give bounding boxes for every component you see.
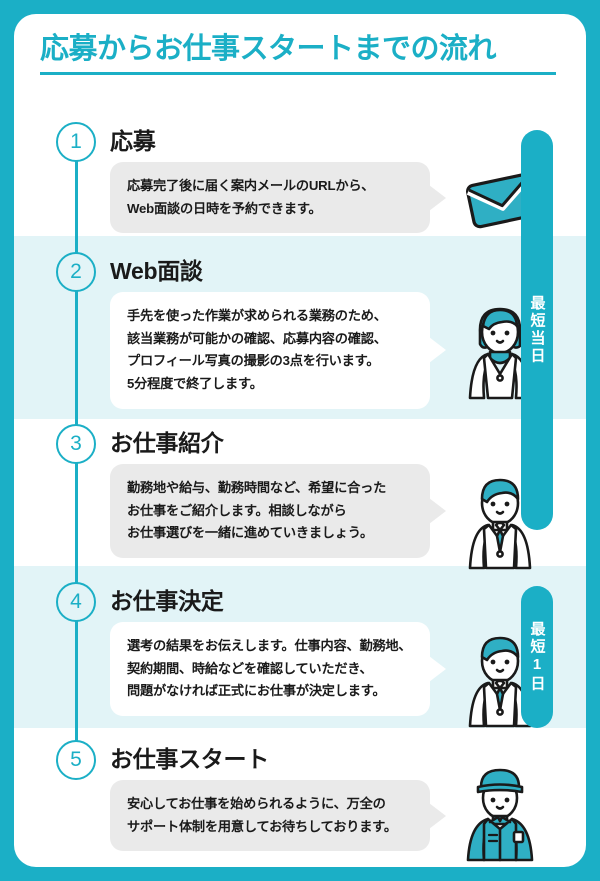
step-3-body-line-3: お仕事選びを一緒に進めていきましょう。 (127, 525, 373, 541)
step-2-bubble: 手先を使った作業が求められる業務のため、 該当業務が可能かの確認、応募内容の確認… (110, 292, 446, 409)
step-5-body-line-1: 安心してお仕事を始められるように、万全の (127, 796, 386, 811)
step-2-number: 2 (70, 260, 82, 283)
step-3-number: 3 (70, 432, 82, 455)
step-4-body-line-3: 問題がなければ正式にお仕事が決定します。 (127, 683, 386, 699)
step-5-bubble: 安心してお仕事を始められるように、万全の サポート体制を用意してお待ちしておりま… (110, 780, 446, 852)
step-1-body-line-1: 応募完了後に届く案内メールのURLから、 (127, 178, 375, 193)
step-2-bubble-tail (429, 337, 446, 364)
step-3-body-line-2: お仕事をご紹介します。相談しながら (127, 502, 347, 518)
page-title-wrap: 応募からお仕事スタートまでの流れ (40, 32, 560, 75)
step-1-bubble-tail (429, 184, 446, 211)
step-5-bubble-tail (429, 802, 446, 829)
step-2-body-line-3: プロフィール写真の撮影の3点を行います。 (127, 353, 380, 369)
step-4-body-line-2: 契約期間、時給などを確認していただき、 (127, 660, 373, 676)
step-3-body-line-1: 勤務地や給与、勤務時間など、希望に合った (127, 480, 387, 495)
step-2-number-circle: 2 (56, 252, 96, 292)
infographic-card: 応募からお仕事スタートまでの流れ 1 応募 応募完了後に届く案内メールのURLか… (14, 14, 586, 867)
step-4-number-circle: 4 (56, 582, 96, 622)
step-5-number-circle: 5 (56, 740, 96, 780)
step-5-heading: お仕事スタート (110, 746, 269, 772)
step-4-number: 4 (70, 590, 82, 613)
step-4-bubble-tail (429, 656, 446, 683)
female-staff-illustration (452, 296, 548, 400)
step-3-bubble-tail (429, 498, 446, 525)
step-1-body-line-2: Web面談の日時を予約できます。 (127, 200, 322, 216)
title-underline (40, 71, 556, 75)
step-1-number: 1 (70, 130, 82, 153)
step-3-number-circle: 3 (56, 424, 96, 464)
badge-shortest-one-day-label: 最短1日 (528, 621, 546, 693)
step-2-body-line-1: 手先を使った作業が求められる業務のため、 (127, 308, 387, 323)
badge-shortest-same-day-label: 最短当日 (528, 295, 546, 365)
step-5-body-line-2: サポート体制を用意してお待ちしております。 (127, 818, 397, 834)
step-5-number: 5 (70, 748, 82, 771)
step-1-bubble: 応募完了後に届く案内メールのURLから、 Web面談の日時を予約できます。 (110, 162, 446, 234)
page-title: 応募からお仕事スタートまでの流れ (40, 33, 497, 65)
step-2-body-line-4: 5分程度で終了します。 (127, 376, 263, 392)
step-2-body-line-2: 該当業務が可能かの確認、応募内容の確認、 (127, 330, 387, 346)
badge-shortest-one-day: 最短1日 (521, 586, 553, 728)
male-staff-illustration-4 (452, 624, 548, 728)
badge-shortest-same-day: 最短当日 (521, 130, 553, 530)
step-4-body-line-1: 選考の結果をお伝えします。仕事内容、勤務地、 (127, 638, 412, 653)
step-1-heading: 応募 (110, 128, 156, 154)
step-3-heading: お仕事紹介 (110, 430, 224, 456)
worker-uniform-illustration (452, 756, 548, 862)
step-1-number-circle: 1 (56, 122, 96, 162)
step-3-bubble: 勤務地や給与、勤務時間など、希望に合った お仕事をご紹介します。相談しながら お… (110, 464, 446, 559)
male-staff-illustration-3 (452, 466, 548, 570)
step-4-bubble: 選考の結果をお伝えします。仕事内容、勤務地、 契約期間、時給などを確認していただ… (110, 622, 446, 717)
step-2-heading: Web面談 (110, 258, 203, 284)
step-4-heading: お仕事決定 (110, 588, 224, 614)
